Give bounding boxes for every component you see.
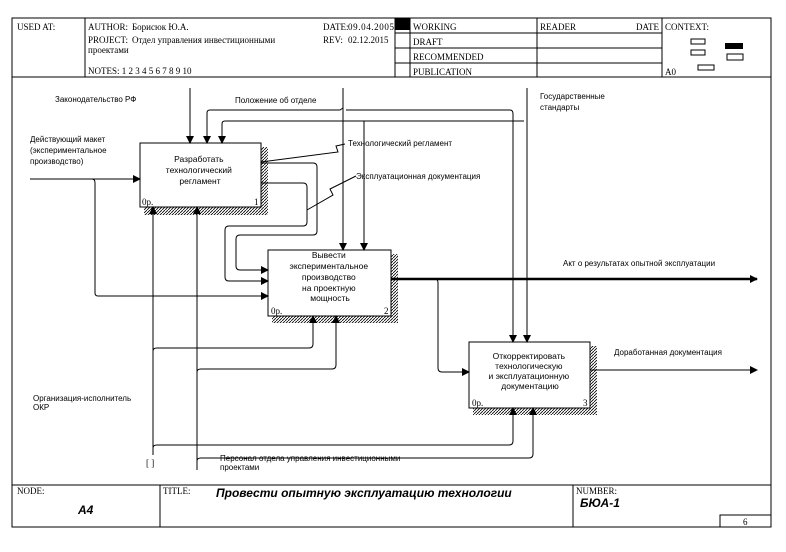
label-act: Акт о результатах опытной эксплуатации [563,259,715,268]
author-value: Борисюк Ю.А. [132,22,189,32]
context-map [690,38,744,71]
context-node: A0 [665,67,676,77]
reader-date-label: DATE [636,22,659,32]
status-marker [395,18,410,30]
arrow-current-model[interactable] [30,175,269,300]
activity-box-1[interactable]: Разработать технологический регламент 0р… [139,142,268,215]
label-regulation: Положение об отделе [235,96,317,105]
box-3-number: 3 [583,398,588,408]
activity-box-3[interactable]: Откорректировать технологическую и экспл… [468,341,597,415]
label-personnel: Персонал отдела управления инвестиционны… [220,454,403,472]
arrow-personnel[interactable] [193,206,537,470]
arrow-act[interactable] [391,275,758,376]
arrow-regulation[interactable] [203,88,517,343]
rev-value: 02.12.2015 [348,35,389,45]
node-label: NODE: [17,486,45,496]
box-3-title: Откорректировать технологическую и экспл… [488,351,571,391]
arrow-tech-regulation[interactable] [235,143,346,274]
notes: NOTES: 1 2 3 4 5 6 7 8 9 10 [88,66,192,76]
label-contractor: Организация-исполнитель ОКР [33,394,133,412]
label-law: Законодательство РФ [55,95,136,104]
rev-label: REV: [323,35,343,45]
page-number: 6 [743,517,748,527]
arrow-operation-docs[interactable] [224,175,357,285]
reader-label: READER [540,22,576,32]
node-value: А4 [77,503,94,517]
status-draft: DRAFT [413,37,443,47]
box-1-title: Разработать технологический регламент [166,154,234,186]
tunnel-icon: [ ] [146,458,154,468]
status-working: WORKING [413,22,457,32]
box-3-cost: 0р. [472,398,483,408]
header-block: USED AT: AUTHOR: Борисюк Ю.А. PROJECT: О… [12,18,771,78]
number-value: БЮА-1 [580,496,620,510]
used-at-label: USED AT: [17,22,55,32]
status-recommended: RECOMMENDED [413,52,484,62]
project-value: Отдел управления инвестиционными [132,35,275,45]
arrow-standards[interactable] [218,88,531,343]
label-operation-docs: Эксплуатационная документация [356,172,480,181]
date-value: 09.04.2005 [348,22,395,32]
author-label: AUTHOR: [88,22,128,32]
diagram-title: Провести опытную эксплуатацию технологии [216,486,512,500]
box-1-number: 1 [254,197,259,207]
date-label: DATE: [323,22,349,32]
activity-box-2[interactable]: Вывести экспериментальное производство н… [267,249,398,323]
project-value-line2: проектами [88,45,129,55]
label-current-model: Действующий макет (экспериментальное про… [30,135,109,166]
footer-block: NODE: А4 TITLE: Провести опытную эксплуа… [12,484,772,528]
label-tech-regulation: Технологический регламент [348,139,452,148]
project-label: PROJECT: [88,35,128,45]
context-label: CONTEXT: [665,22,709,32]
box-2-cost: 0р. [271,306,282,316]
box-2-title: Вывести экспериментальное производство н… [290,250,371,303]
box-2-number: 2 [384,306,389,316]
box-1-cost: 0р. [142,197,153,207]
label-standards: Государственные стандарты [540,92,607,112]
title-label: TITLE: [163,486,191,496]
number-label: NUMBER: [576,486,617,496]
label-revised-docs: Доработанная документация [614,348,722,357]
diagram-frame [11,17,772,528]
arrow-contractor[interactable] [149,206,517,455]
status-publication: PUBLICATION [413,67,473,77]
